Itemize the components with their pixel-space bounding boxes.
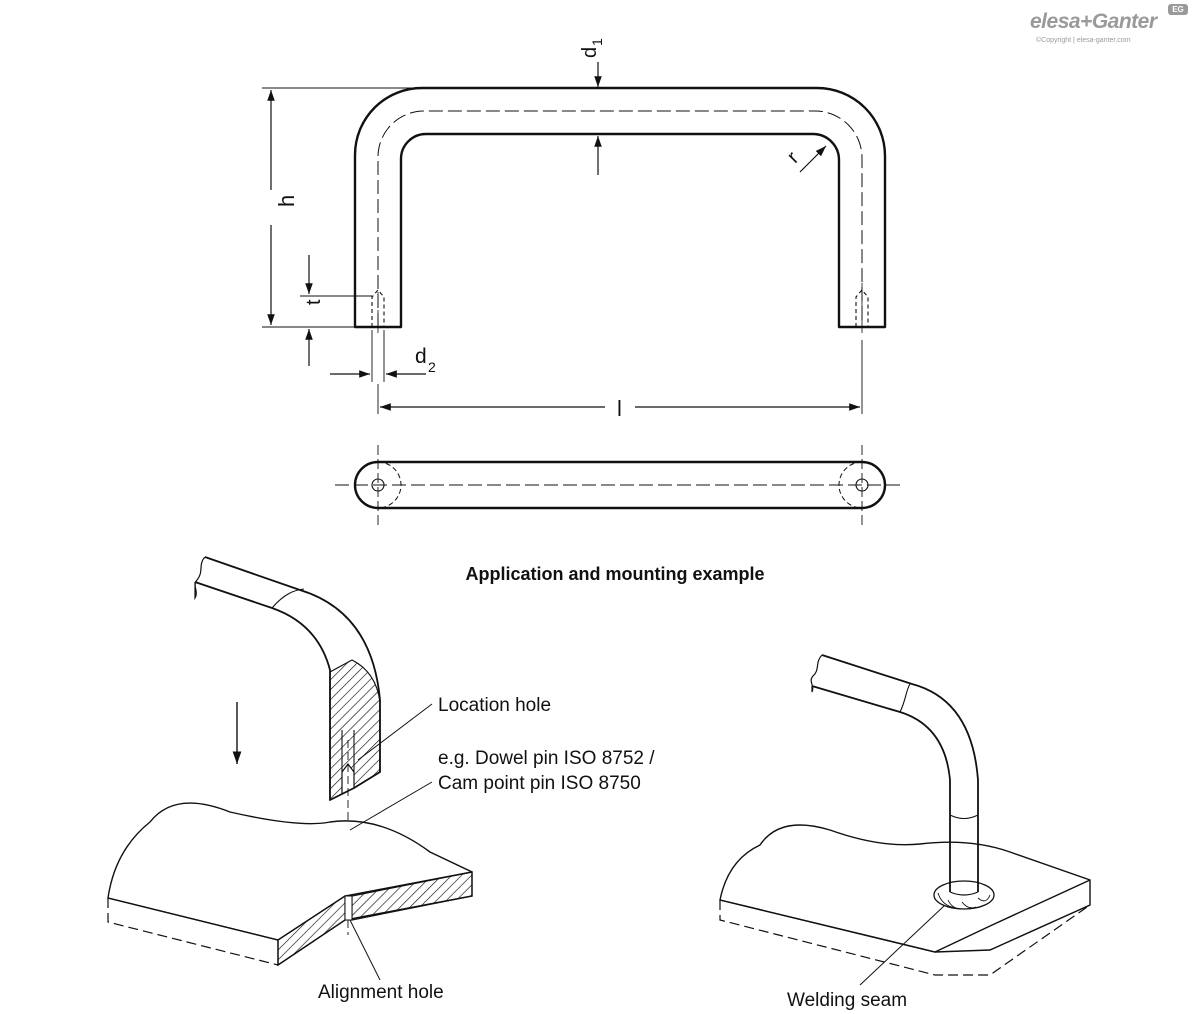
dim-d1-subscript: 1 <box>589 38 605 46</box>
welding-seam-label: Welding seam <box>787 990 907 1011</box>
pin-label-line2: Cam point pin ISO 8750 <box>438 773 641 794</box>
right-mounting-example <box>719 654 1091 986</box>
right-hole-top <box>855 478 869 492</box>
left-plate <box>107 802 473 967</box>
dim-d2: d 2 <box>330 330 436 382</box>
alignment-hole-label: Alignment hole <box>318 982 444 1003</box>
dim-r: r <box>783 145 827 173</box>
brand-logo-text: elesa+Ganter <box>1030 10 1157 33</box>
handle-outer-outline <box>353 86 887 329</box>
handle-top-view <box>335 445 905 525</box>
brand-badge: EG <box>1168 4 1188 15</box>
right-handle-bar <box>811 654 979 892</box>
handle-front-view <box>353 86 887 333</box>
dim-h-label: h <box>274 195 299 207</box>
dim-t: t <box>300 255 372 366</box>
dim-d2-subscript: 2 <box>428 359 436 375</box>
right-plate <box>719 824 1091 953</box>
dim-d2-label: d <box>415 345 427 368</box>
left-hole-top <box>371 478 385 492</box>
dim-t-label: t <box>303 299 325 305</box>
dim-h: h <box>262 87 436 328</box>
brand-logo: elesa+Ganter EG ©Copyright | elesa-gante… <box>1030 4 1190 46</box>
pin-label-line1: e.g. Dowel pin ISO 8752 / <box>438 748 655 769</box>
dim-d1: d 1 <box>579 38 605 175</box>
dim-l-label: l <box>617 396 622 421</box>
brand-copyright: ©Copyright | elesa-ganter.com <box>1036 37 1131 44</box>
right-blind-hole <box>855 289 869 327</box>
dim-l: l <box>377 340 863 421</box>
left-mounting-example <box>107 556 473 981</box>
location-hole-label: Location hole <box>438 695 551 716</box>
dim-r-label: r <box>783 147 804 168</box>
location-hole-section <box>329 659 381 801</box>
dim-d1-label: d <box>579 47 601 58</box>
handle-centerline <box>377 110 863 327</box>
application-heading: Application and mounting example <box>465 564 764 584</box>
left-blind-hole <box>371 289 385 327</box>
